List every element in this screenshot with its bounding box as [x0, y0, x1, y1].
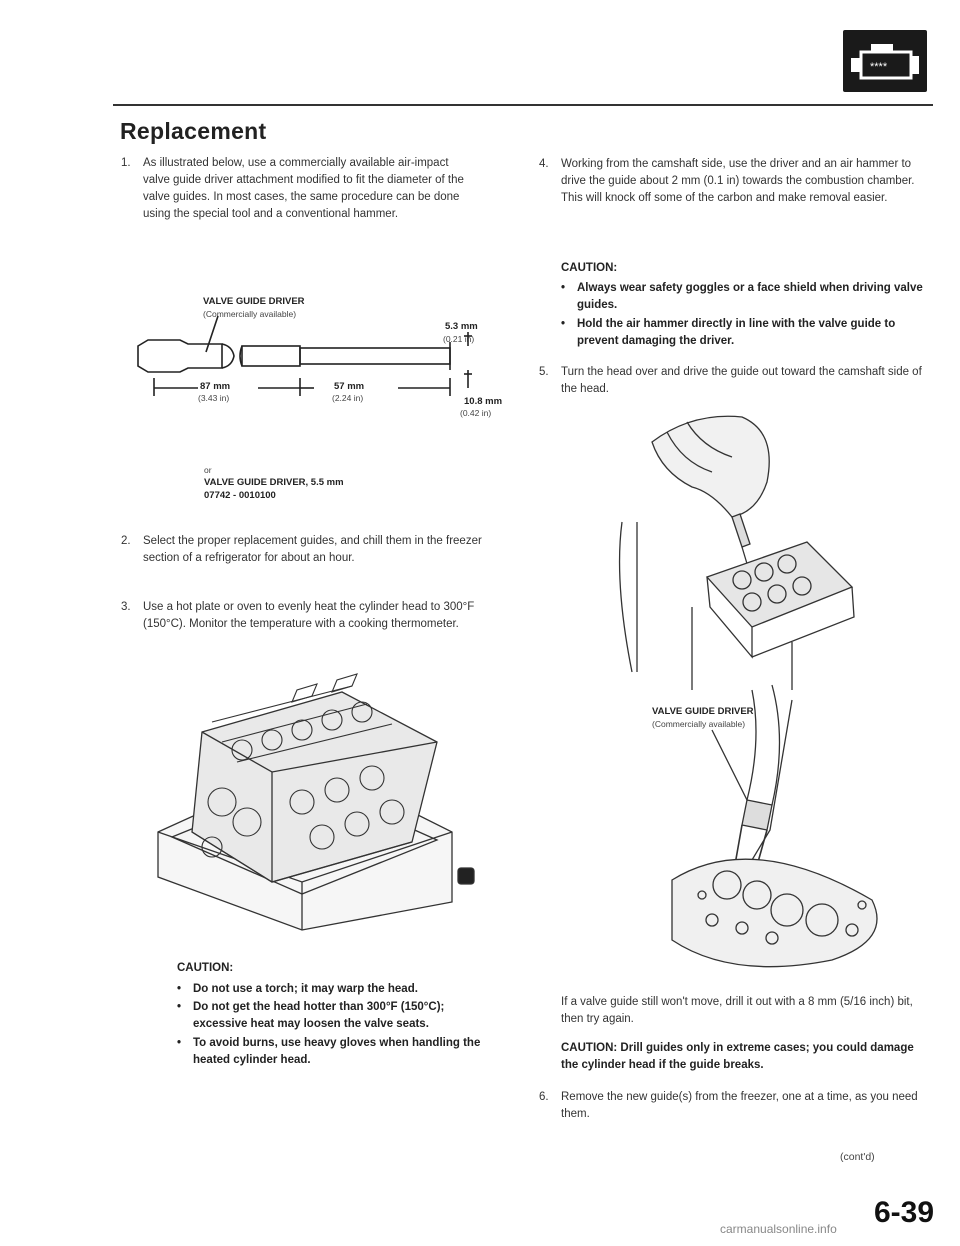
valve-guide-driver-diagram: [137, 315, 472, 396]
dim-c: 57 mm: [334, 381, 365, 392]
tool-sub: (Commercially available): [203, 309, 297, 319]
step-1: 1. As illustrated below, use a commercia…: [121, 157, 464, 220]
tool-sub-right: (Commercially available): [652, 719, 746, 729]
dim-d2: (0.42 in): [460, 408, 492, 418]
drill-note: If a valve guide still won't move, drill…: [561, 996, 913, 1025]
dim-b: 87 mm: [200, 381, 231, 392]
step-2: 2. Select the proper replacement guides,…: [121, 535, 482, 564]
tool-label: VALVE GUIDE DRIVER: [203, 296, 305, 307]
caution-left-item-3: •To avoid burns, use heavy gloves when h…: [177, 1037, 481, 1066]
dim-d: 10.8 mm: [464, 396, 503, 407]
step-5: 5. Turn the head over and drive the guid…: [539, 366, 922, 395]
engine-icon: ****: [843, 30, 927, 92]
caution-left-item-2: •Do not get the head hotter than 300°F (…: [177, 1001, 445, 1030]
caution-heading-left: CAUTION:: [177, 962, 234, 974]
header-rule: [113, 104, 933, 106]
tool-label-right: VALVE GUIDE DRIVER: [652, 706, 754, 717]
alt-tool-part: 07742 - 0010100: [204, 490, 276, 501]
caution-heading-right: CAUTION:: [561, 262, 618, 274]
step-4: 4. Working from the camshaft side, use t…: [539, 158, 915, 204]
air-hammer-drive-illustration: [618, 415, 855, 690]
valve-guide-driver-in-head-illustration: [671, 684, 878, 968]
page-title: Replacement: [120, 118, 267, 144]
caution-right-item-2: •Hold the air hammer directly in line wi…: [561, 318, 896, 347]
caution-right-item-1: •Always wear safety goggles or a face sh…: [561, 282, 923, 311]
caution-left-item-1: •Do not use a torch; it may warp the hea…: [177, 983, 418, 995]
step-6: 6. Remove the new guide(s) from the free…: [539, 1091, 918, 1120]
or-text: or: [204, 465, 212, 475]
svg-text:****: ****: [870, 61, 888, 73]
dim-b2: (3.43 in): [198, 393, 230, 403]
dim-c2: (2.24 in): [332, 393, 364, 403]
dim-a2: (0.21 in): [443, 334, 475, 344]
watermark: carmanualsonline.info: [720, 1222, 837, 1236]
drill-caution: CAUTION: Drill guides only in extreme ca…: [561, 1042, 914, 1071]
continued-note: (cont'd): [840, 1151, 875, 1163]
step-3: 3. Use a hot plate or oven to evenly hea…: [121, 601, 475, 630]
dim-a: 5.3 mm: [445, 321, 478, 332]
alt-tool-label: VALVE GUIDE DRIVER, 5.5 mm: [204, 477, 344, 488]
cylinder-head-hot-plate-illustration: [157, 673, 475, 931]
page-number: 6-39: [874, 1196, 935, 1229]
